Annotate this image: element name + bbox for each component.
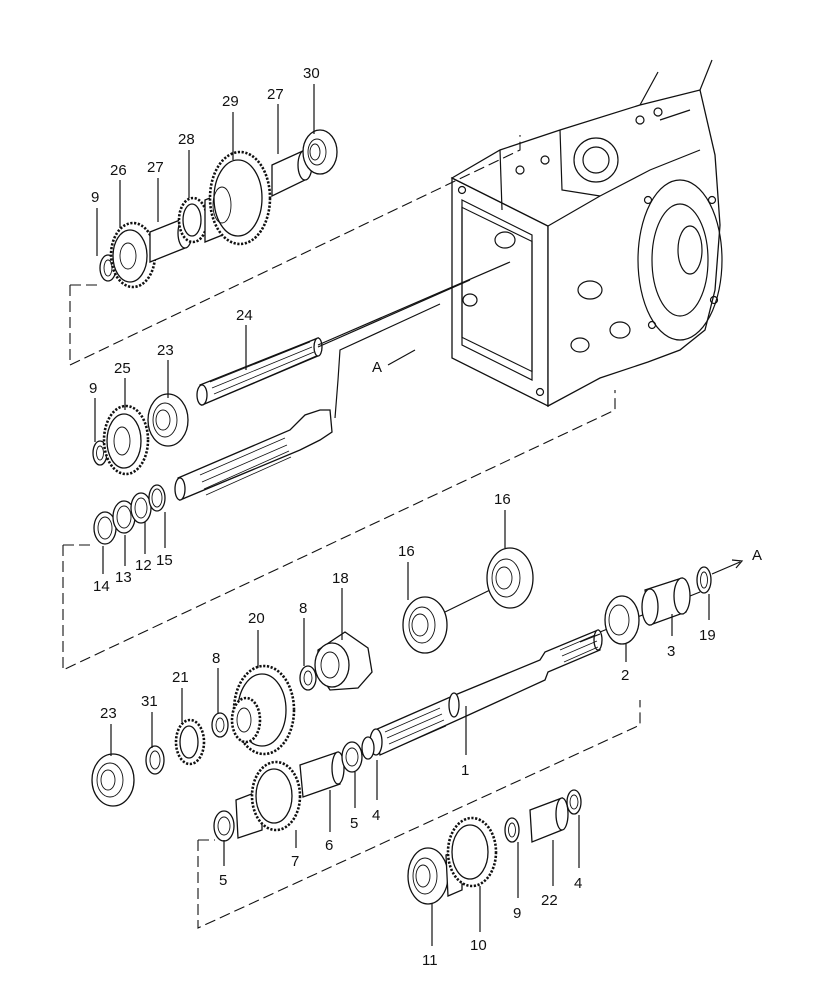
label-27b: 27 (147, 159, 164, 176)
label-9a: 9 (91, 189, 99, 206)
washer-8a (299, 665, 317, 691)
washer-4b (566, 789, 582, 815)
label-11: 11 (422, 952, 438, 969)
right-shaft-parts (604, 559, 744, 645)
label-27a: 27 (267, 86, 284, 103)
dashed-outline-middle (62, 390, 616, 671)
label-4a: 4 (372, 807, 380, 824)
bearings-16 (402, 547, 534, 654)
label-20: 20 (248, 610, 265, 627)
hub-18 (314, 631, 373, 691)
label-9b: 9 (89, 380, 97, 397)
label-29: 29 (222, 93, 239, 110)
label-A2: A (752, 547, 762, 564)
dashed-outline-upper (69, 135, 521, 366)
shaft-24 (196, 261, 511, 406)
label-30: 30 (303, 65, 320, 82)
label-5a: 5 (350, 815, 358, 832)
upper-gear-assembly (99, 129, 338, 289)
label-26: 26 (110, 162, 127, 179)
leader-lines (94, 84, 710, 946)
bearing-5a (341, 741, 363, 773)
label-6: 6 (325, 837, 333, 854)
bearing-5b (213, 810, 235, 842)
bearing-2 (604, 595, 640, 645)
label-5b: 5 (219, 872, 227, 889)
shaft-gear-7-parts (213, 736, 375, 842)
label-25: 25 (114, 360, 131, 377)
label-24: 24 (236, 307, 253, 324)
label-8b: 8 (212, 650, 220, 667)
label-16a: 16 (494, 491, 511, 508)
label-1: 1 (461, 762, 469, 779)
bearing-23a (147, 393, 189, 447)
pinion-shaft (174, 303, 441, 501)
lower-right-parts (407, 789, 582, 905)
middle-left-parts (92, 393, 189, 476)
label-31: 31 (141, 693, 158, 710)
label-23b: 23 (100, 705, 117, 722)
label-23a: 23 (157, 342, 174, 359)
label-18: 18 (332, 570, 349, 587)
snap-ring-9c (504, 817, 520, 843)
label-14: 14 (93, 578, 110, 595)
label-8a: 8 (299, 600, 307, 617)
snap-ring-19 (696, 566, 712, 594)
label-7: 7 (291, 853, 299, 870)
label-16b: 16 (398, 543, 415, 560)
spacer-6 (299, 751, 341, 798)
lower-gear-cluster (91, 664, 317, 807)
bearing-16b (486, 547, 534, 609)
label-9c: 9 (513, 905, 521, 922)
ring-15 (148, 484, 166, 512)
label-21: 21 (172, 669, 189, 686)
label-2: 2 (621, 667, 629, 684)
label-22: 22 (541, 892, 558, 909)
label-15: 15 (156, 552, 173, 569)
label-10: 10 (470, 937, 487, 954)
label-28: 28 (178, 131, 195, 148)
label-19: 19 (699, 627, 716, 644)
label-12: 12 (135, 557, 152, 574)
ring-12 (130, 492, 152, 524)
transmission-housing (450, 59, 723, 408)
washer-8b (211, 712, 229, 738)
bearing-23b (91, 753, 135, 807)
label-A1: A (372, 359, 382, 376)
bearing-16a (402, 596, 448, 654)
ring-set (93, 484, 166, 545)
washer-4a (361, 736, 375, 760)
part-labels: 30 29 27 28 27 26 9 24 23 25 9 A 16 16 1… (89, 65, 762, 969)
label-13: 13 (115, 569, 132, 586)
label-3: 3 (667, 643, 675, 660)
bearing-11 (407, 847, 449, 905)
dashed-outline-lower (197, 700, 641, 929)
washer-31 (145, 745, 165, 775)
label-4b: 4 (574, 875, 582, 892)
